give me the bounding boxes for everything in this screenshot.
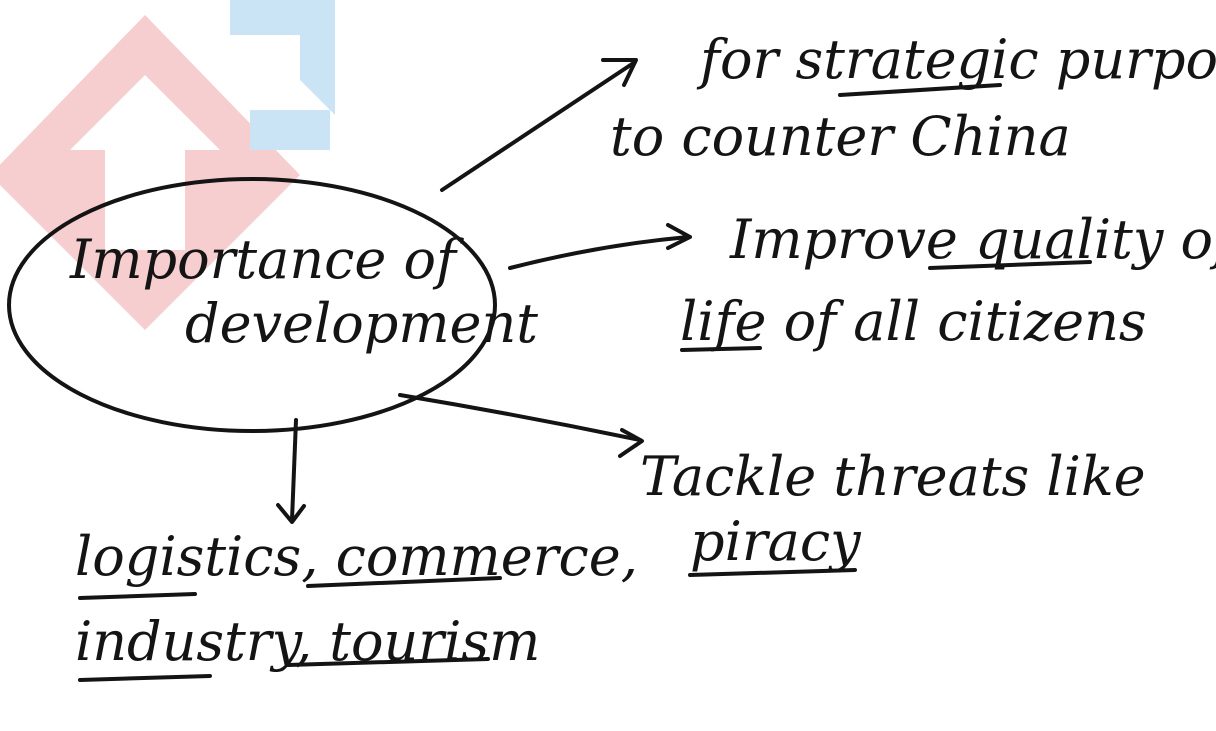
watermark-logo-icon — [0, 0, 335, 330]
underline-piracy — [688, 568, 857, 577]
branch-strategic-line1: for strategic purposes — [696, 28, 1216, 91]
branch-quality-line2: life of all citizens — [680, 290, 1147, 353]
underline-logistics — [78, 592, 197, 600]
underline-strategic — [838, 83, 1002, 97]
branch-economy-line1: logistics, commerce, — [75, 525, 638, 588]
branch-quality-line1: Improve quality of — [729, 208, 1216, 271]
underline-industry — [78, 674, 212, 682]
branch-threats-line2: piracy — [690, 510, 862, 573]
underline-commerce — [306, 576, 502, 588]
center-line1: Importance of — [69, 228, 464, 291]
branch-threats-line1: Tackle threats like — [640, 445, 1146, 508]
branch-strategic-line2: to counter China — [610, 105, 1071, 168]
arrow-quality — [508, 223, 692, 270]
underline-tourism — [286, 657, 490, 667]
arrow-strategic — [440, 58, 638, 192]
underline-quality — [928, 260, 1092, 270]
arrow-threats — [398, 393, 644, 458]
arrow-economy — [276, 418, 306, 524]
underline-life — [680, 346, 762, 352]
center-ellipse — [7, 177, 497, 433]
center-line2: development — [185, 292, 538, 355]
